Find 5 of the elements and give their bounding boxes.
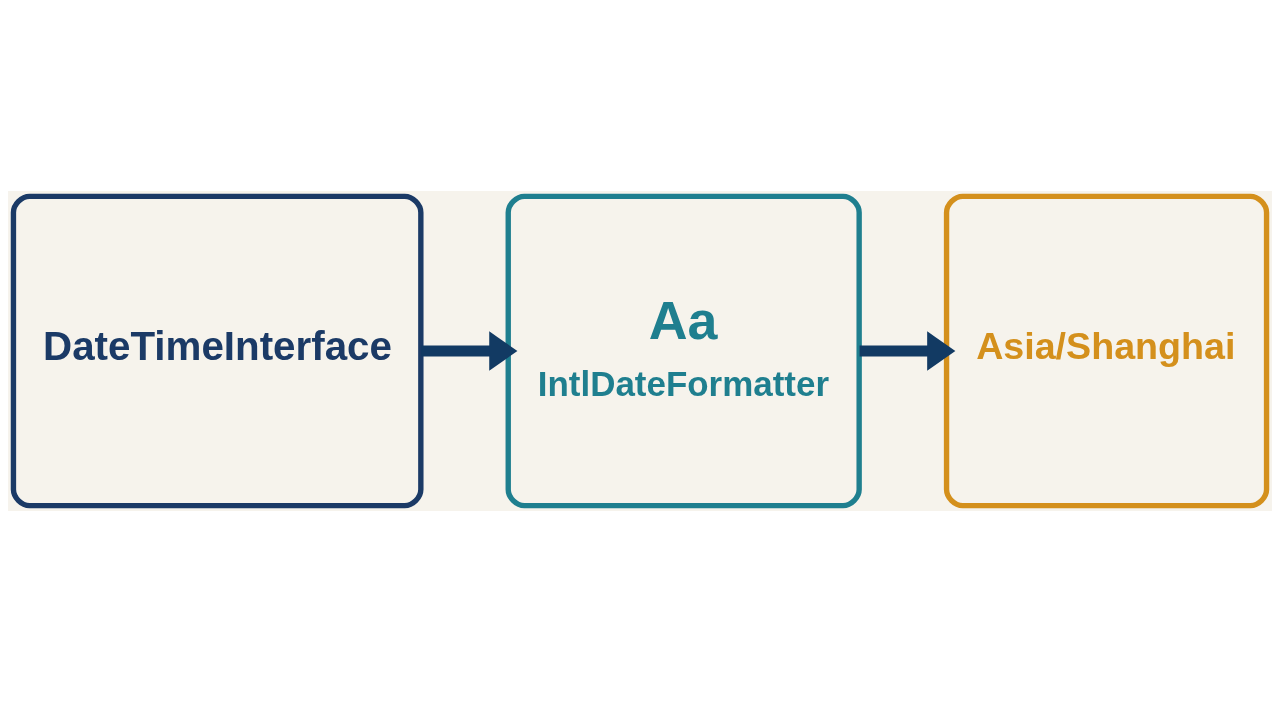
node-box: DateTimeInterface [10, 193, 424, 509]
arrow [420, 331, 518, 371]
arrow [859, 331, 956, 371]
node-box: Asia/Shanghai [943, 193, 1270, 509]
node-box: Aa IntlDateFormatter [505, 193, 862, 509]
